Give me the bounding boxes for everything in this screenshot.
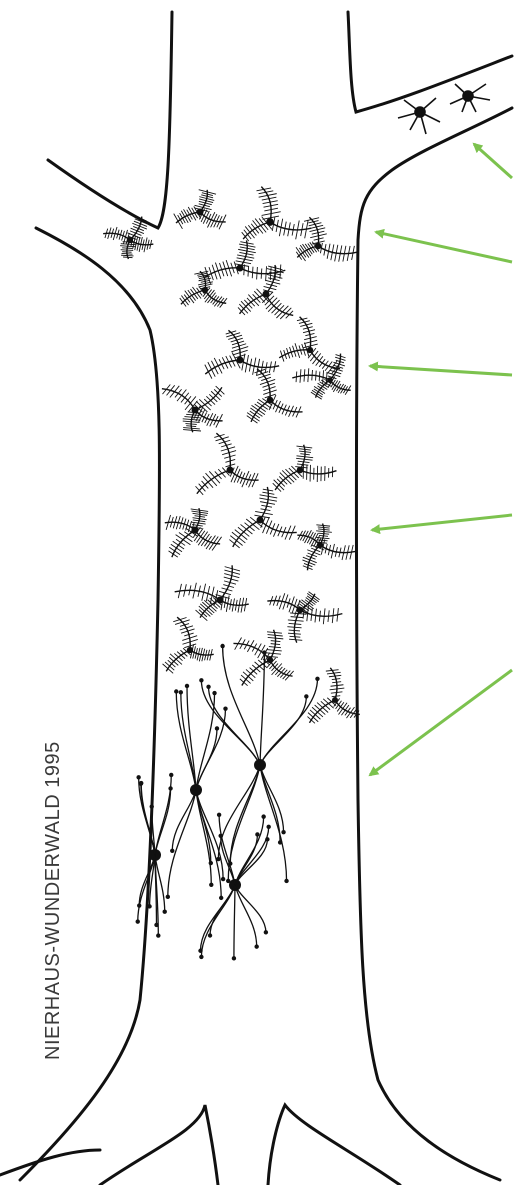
feathery-cell: [297, 524, 355, 571]
right-branch-upper-edge: [348, 12, 512, 112]
arrow-to-base-cells: [370, 670, 512, 775]
feathery-cell: [229, 487, 296, 548]
feathery-cell: [196, 433, 259, 495]
base-long-legged-cells: [136, 644, 320, 961]
arrow-to-branch: [474, 144, 512, 178]
lower-feathery-cells: [163, 433, 360, 723]
feathery-cell: [174, 190, 226, 230]
middle-feathery-cells: [162, 317, 351, 432]
long-legged-cell: [136, 773, 174, 938]
feathery-cell: [162, 385, 224, 433]
right-branch-lower-edge: [357, 108, 513, 1180]
arrow-to-lower-cells: [372, 515, 512, 530]
arrow-to-upper-cells: [376, 232, 512, 262]
feathery-cell: [296, 217, 357, 261]
feathery-cell: [242, 187, 311, 242]
upper-feathery-cells: [103, 187, 357, 319]
feathery-cell: [279, 317, 340, 374]
feathery-cell: [307, 668, 359, 724]
arrow-to-middle-cells: [370, 366, 512, 375]
root-left: [100, 1105, 218, 1185]
left-branch-top-edge: [48, 12, 172, 228]
feathery-cell: [163, 617, 214, 673]
indicator-arrows: [370, 144, 512, 775]
feathery-cell: [103, 217, 153, 259]
feathery-cell: [175, 565, 249, 620]
trunk-outline: [0, 12, 512, 1185]
feathery-cell: [292, 354, 351, 400]
feathery-cell: [204, 240, 285, 284]
branch-cell: [398, 98, 440, 134]
left-trunk-edge: [20, 228, 160, 1180]
feathery-cell: [165, 508, 222, 557]
author-credit: NIERHAUS-WUNDERWALD 1995: [42, 741, 65, 1060]
root-base-line: [0, 1150, 100, 1175]
branch-cell: [450, 84, 490, 112]
feathery-cell: [267, 592, 342, 643]
root-right: [268, 1105, 400, 1185]
feathery-cell: [273, 445, 337, 492]
